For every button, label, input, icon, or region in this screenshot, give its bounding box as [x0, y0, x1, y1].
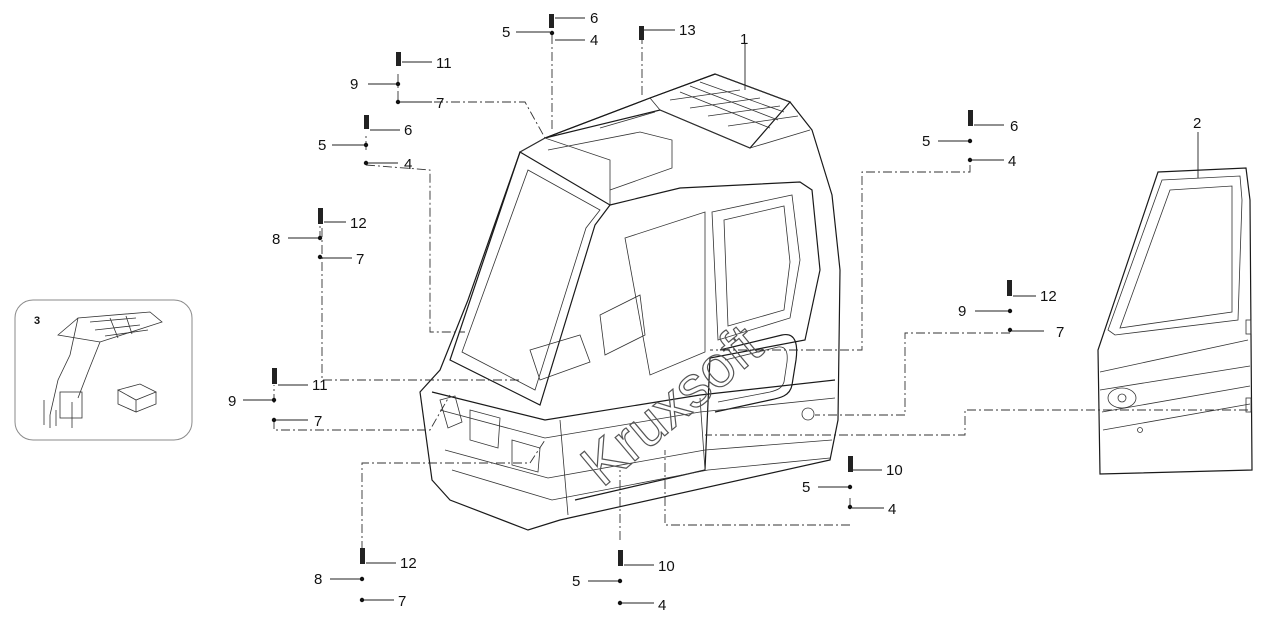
callout-6: 6	[404, 122, 412, 139]
callout-10: 10	[886, 462, 903, 479]
callout-7: 7	[314, 413, 322, 430]
callout-5: 5	[572, 573, 580, 590]
nut-icon	[847, 504, 853, 510]
callout-2: 2	[1193, 115, 1201, 132]
assembly-lines	[273, 35, 1248, 550]
bolt-icon	[318, 208, 323, 224]
nut-icon	[549, 30, 555, 36]
washer-icon	[317, 235, 323, 241]
callout-4: 4	[658, 597, 666, 614]
washer-icon	[271, 397, 277, 403]
nut-icon	[967, 157, 973, 163]
bolt-icon	[848, 456, 853, 472]
watermark: Kruxsoft	[569, 312, 774, 499]
callout-6: 6	[590, 10, 598, 27]
callout-9: 9	[228, 393, 236, 410]
callout-4: 4	[888, 501, 896, 518]
callout-11: 11	[436, 55, 452, 72]
cab-door	[1097, 167, 1253, 475]
callout-10: 10	[658, 558, 675, 575]
callout-7: 7	[1056, 324, 1064, 341]
inset-roof-guard	[43, 311, 163, 428]
washer-icon	[1007, 308, 1013, 314]
callout-9: 9	[350, 76, 358, 93]
nut-icon	[395, 99, 401, 105]
bolt-icon	[364, 115, 369, 129]
nut-icon	[617, 600, 623, 606]
callout-9: 9	[958, 303, 966, 320]
callout-5: 5	[318, 137, 326, 154]
callout-5: 5	[922, 133, 930, 150]
callout-12: 12	[400, 555, 417, 572]
washer-icon	[847, 484, 853, 490]
bolt-icon	[618, 550, 623, 566]
bolt-icon	[968, 110, 973, 126]
nut-icon	[363, 160, 369, 166]
callout-7: 7	[356, 251, 364, 268]
callout-8: 8	[314, 571, 322, 588]
bolt-icon	[360, 548, 365, 564]
washer-icon	[967, 138, 973, 144]
callout-5: 5	[502, 24, 510, 41]
callout-8: 8	[272, 231, 280, 248]
callout-4: 4	[1008, 153, 1016, 170]
callout-7: 7	[436, 95, 444, 112]
washer-icon	[363, 142, 369, 148]
callout-4: 4	[404, 156, 412, 173]
callout-1: 1	[740, 31, 748, 48]
nut-icon	[271, 417, 277, 423]
callout-6: 6	[1010, 118, 1018, 135]
nut-icon	[1007, 327, 1013, 333]
bolt-icon	[272, 368, 277, 384]
callout-5: 5	[802, 479, 810, 496]
callout-11: 11	[312, 377, 328, 394]
inset-panel-part-3	[14, 299, 193, 441]
callout-4: 4	[590, 32, 598, 49]
callout-13: 13	[679, 22, 696, 39]
washer-icon	[395, 81, 401, 87]
bolt-icon	[1007, 280, 1012, 296]
callout-labels: 1 2 3 5 6 4 13 11 9 7 6 5 4 12 8 7 11 9 …	[34, 10, 1201, 614]
cab-body	[419, 73, 841, 531]
callout-3: 3	[34, 315, 40, 327]
nut-icon	[317, 254, 323, 260]
callout-12: 12	[1040, 288, 1057, 305]
bolt-icon	[639, 26, 644, 40]
fastener-markers	[271, 14, 1013, 606]
nut-icon	[359, 597, 365, 603]
callout-12: 12	[350, 215, 367, 232]
bolt-icon	[396, 52, 401, 66]
callout-7: 7	[398, 593, 406, 610]
washer-icon	[617, 578, 623, 584]
washer-icon	[359, 576, 365, 582]
bolt-icon	[549, 14, 554, 28]
leader-lines	[243, 17, 1199, 604]
